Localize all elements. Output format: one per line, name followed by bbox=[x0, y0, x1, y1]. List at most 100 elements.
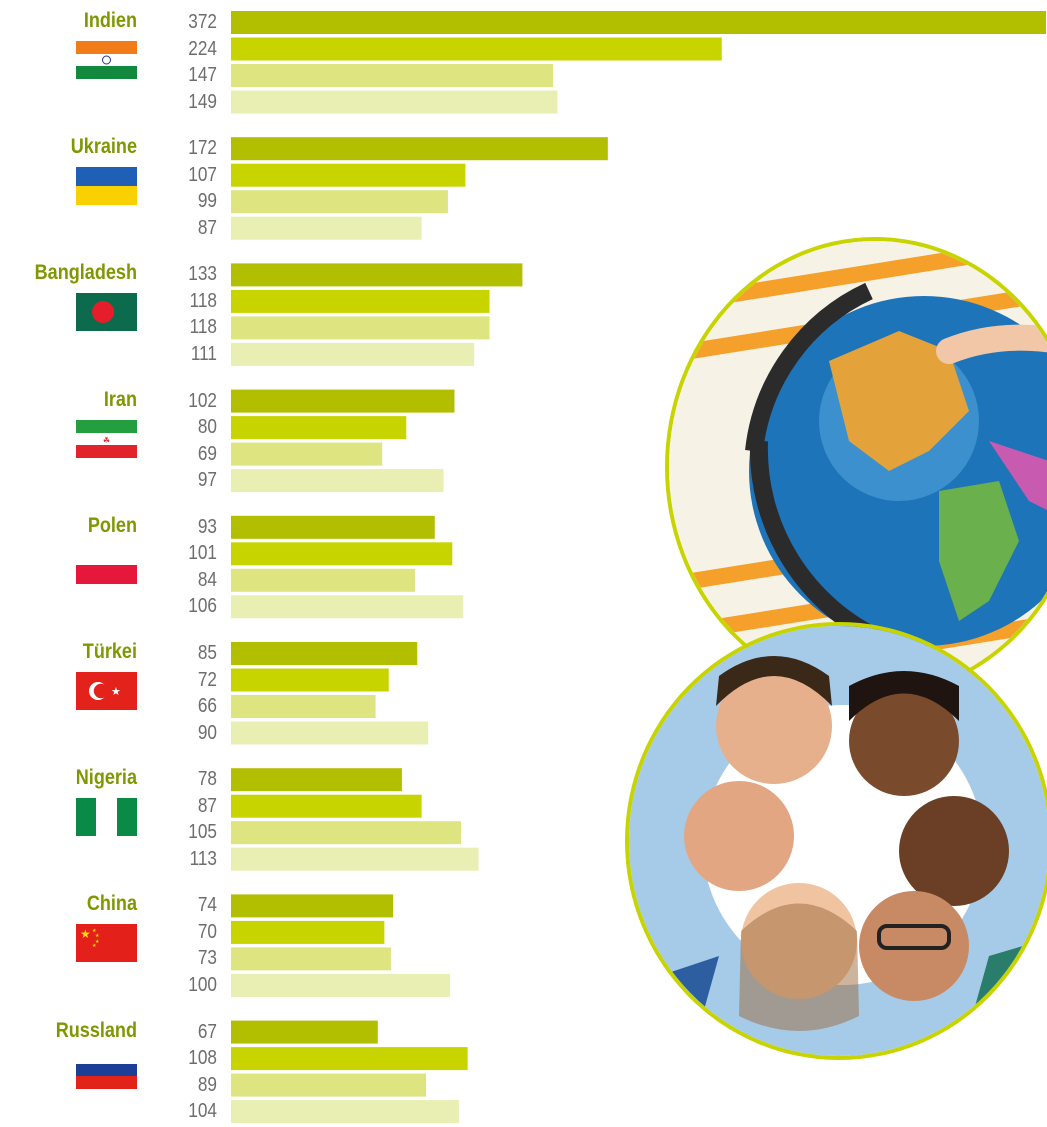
russia-flag bbox=[76, 1050, 137, 1089]
bar bbox=[231, 642, 418, 665]
turkey-flag: ★ bbox=[76, 672, 137, 710]
bar bbox=[231, 595, 464, 619]
bar bbox=[231, 768, 402, 792]
value-label: 101 bbox=[188, 542, 217, 565]
country-label: Bangladesh bbox=[34, 261, 137, 285]
bar bbox=[231, 515, 435, 539]
value-label: 66 bbox=[197, 695, 217, 717]
bar bbox=[231, 163, 466, 187]
value-label: 104 bbox=[188, 1100, 217, 1123]
value-label: 93 bbox=[197, 515, 217, 538]
value-label: 106 bbox=[188, 595, 217, 618]
bar bbox=[231, 894, 394, 918]
value-label: 113 bbox=[189, 847, 217, 870]
india-flag bbox=[76, 41, 137, 79]
value-label: 172 bbox=[188, 137, 217, 160]
bar bbox=[231, 721, 429, 745]
bar bbox=[231, 947, 391, 971]
value-label: 80 bbox=[197, 416, 217, 439]
country-label: Indien bbox=[83, 9, 137, 32]
value-label: 74 bbox=[197, 894, 217, 917]
value-label: 100 bbox=[188, 973, 217, 996]
svg-text:☘: ☘ bbox=[103, 436, 110, 445]
svg-text:★: ★ bbox=[111, 686, 121, 698]
bar bbox=[231, 263, 523, 287]
bar bbox=[231, 568, 416, 592]
country-label: Ukraine bbox=[70, 135, 137, 159]
bar bbox=[231, 342, 475, 366]
value-label: 97 bbox=[197, 469, 217, 492]
bar bbox=[231, 1073, 426, 1097]
bar bbox=[231, 11, 1046, 34]
country-label: China bbox=[86, 892, 137, 916]
country-label: Nigeria bbox=[75, 766, 137, 790]
bar bbox=[231, 821, 462, 845]
svg-text:★: ★ bbox=[80, 927, 91, 941]
value-label: 85 bbox=[197, 642, 217, 664]
bar bbox=[231, 847, 479, 871]
bar bbox=[231, 1100, 459, 1124]
value-label: 108 bbox=[188, 1047, 217, 1070]
value-label: 89 bbox=[197, 1073, 217, 1096]
bar bbox=[231, 542, 453, 566]
value-label: 87 bbox=[197, 794, 217, 817]
country-label: Iran bbox=[103, 387, 137, 411]
value-label: 111 bbox=[190, 342, 217, 365]
value-label: 87 bbox=[197, 216, 217, 239]
ukraine-flag bbox=[76, 167, 137, 206]
bar bbox=[231, 316, 490, 340]
value-label: 224 bbox=[188, 37, 217, 60]
value-label: 73 bbox=[197, 947, 217, 970]
value-label: 133 bbox=[188, 263, 217, 286]
bar bbox=[231, 389, 455, 413]
value-label: 69 bbox=[197, 442, 217, 465]
group-image bbox=[629, 626, 1047, 1056]
svg-text:★: ★ bbox=[92, 928, 97, 934]
value-label: 72 bbox=[197, 668, 217, 691]
bar bbox=[231, 469, 444, 493]
bar bbox=[231, 695, 376, 718]
svg-text:★: ★ bbox=[92, 943, 97, 949]
bar bbox=[231, 1047, 468, 1071]
bar bbox=[231, 90, 558, 114]
bar bbox=[231, 668, 389, 692]
bar bbox=[231, 190, 448, 214]
iran-flag: ☘ bbox=[76, 419, 137, 458]
value-label: 99 bbox=[197, 190, 217, 213]
value-label: 118 bbox=[189, 289, 217, 312]
value-label: 118 bbox=[189, 316, 217, 339]
svg-text:★: ★ bbox=[95, 939, 100, 945]
bar bbox=[231, 442, 383, 466]
value-label: 105 bbox=[188, 821, 217, 844]
bar bbox=[231, 973, 451, 997]
value-label: 78 bbox=[197, 768, 217, 791]
bar bbox=[231, 64, 554, 87]
value-label: 147 bbox=[188, 64, 217, 86]
value-label: 102 bbox=[188, 389, 217, 412]
country-label: Türkei bbox=[82, 640, 137, 663]
value-label: 90 bbox=[197, 721, 217, 744]
country-label: Russland bbox=[55, 1018, 137, 1042]
value-label: 70 bbox=[197, 920, 217, 943]
bar bbox=[231, 1020, 378, 1044]
svg-text:★: ★ bbox=[95, 933, 100, 939]
bar bbox=[231, 416, 407, 440]
nigeria-flag bbox=[76, 798, 137, 837]
bar bbox=[231, 289, 490, 313]
value-label: 372 bbox=[188, 11, 217, 33]
value-label: 84 bbox=[197, 568, 217, 591]
group-photo bbox=[625, 622, 1047, 1060]
bar bbox=[231, 794, 422, 818]
value-label: 107 bbox=[188, 163, 217, 186]
bar bbox=[231, 920, 385, 944]
bar bbox=[231, 216, 422, 240]
country-label: Polen bbox=[87, 513, 137, 537]
bangladesh-flag bbox=[76, 293, 137, 332]
bar bbox=[231, 137, 608, 161]
value-label: 67 bbox=[197, 1020, 217, 1043]
china-flag: ★★★★★ bbox=[76, 924, 137, 963]
value-label: 149 bbox=[188, 90, 217, 113]
bar bbox=[231, 37, 722, 61]
